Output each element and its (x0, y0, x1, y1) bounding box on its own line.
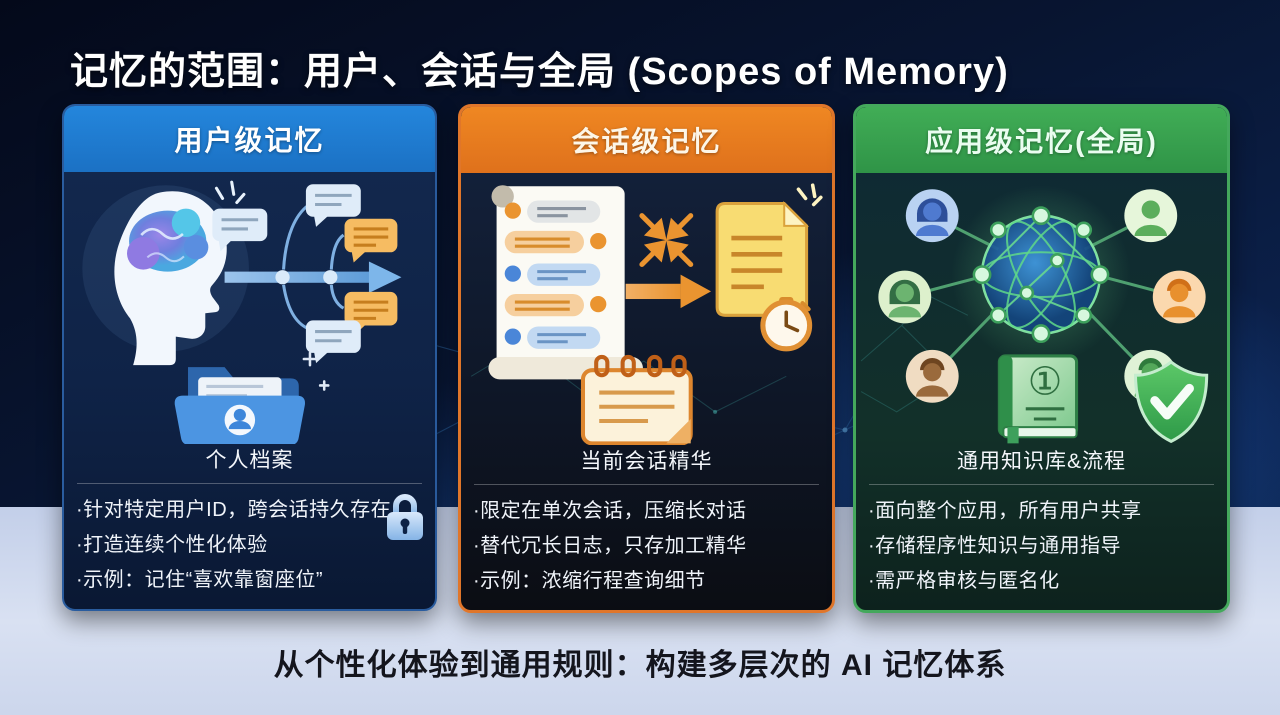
card-session-caption: 当前会话精华 (580, 450, 713, 474)
lock-icon (383, 488, 427, 546)
bullet-item: ·打造连续个性化体验 (76, 534, 268, 557)
card-session-bullets: ·限定在单次会话，压缩长对话 ·替代冗长日志，只存加工精华 ·示例：浓缩行程查询… (461, 494, 832, 610)
compress-arrows-icon (639, 213, 694, 268)
footer-takeaway: 从个性化体验到通用规则：构建多层次的 AI 记忆体系 (273, 649, 1007, 682)
knowledge-book-icon: ① (997, 354, 1079, 444)
avatar-blue-woman (905, 189, 959, 243)
avatar-orange-man (1152, 270, 1206, 324)
arrow-right-icon (625, 274, 712, 309)
card-user-illustration (64, 172, 435, 540)
card-user-caption: 个人档案 (205, 449, 294, 473)
divider (77, 483, 422, 485)
bullet-item: ·替代冗长日志，只存加工精华 (473, 535, 747, 558)
chat-scroll-icon (488, 185, 643, 380)
divider (474, 484, 819, 486)
chat-bubble-orange (344, 218, 398, 263)
divider (869, 484, 1214, 486)
card-session-illustration (461, 173, 832, 446)
bullet-item: ·限定在单次会话，压缩长对话 (473, 500, 747, 523)
profile-folder-icon (174, 351, 330, 445)
card-session-memory: 会话级记忆 (458, 104, 835, 613)
shield-check-icon (1133, 360, 1209, 444)
notepad-icon (580, 354, 693, 446)
avatar-green-man (1124, 189, 1178, 243)
bullet-item: ·针对特定用户ID，跨会话持久存在 (76, 499, 392, 522)
bullet-item: ·示例：浓缩行程查询细节 (473, 570, 706, 593)
card-user-bullets: ·针对特定用户ID，跨会话持久存在 ·打造连续个性化体验 ·示例：记住“喜欢靠窗… (64, 493, 435, 609)
chat-bubble-light (305, 184, 361, 227)
chat-bubble-light (212, 208, 268, 252)
card-app-header: 应用级记忆(全局) (856, 107, 1227, 173)
card-app-caption: 通用知识库&流程 (956, 450, 1126, 474)
bullet-item: ·需严格审核与匿名化 (868, 570, 1060, 593)
user-network-globe-icon (972, 206, 1110, 343)
bullet-item: ·面向整个应用，所有用户共享 (868, 500, 1142, 523)
bullet-item: ·示例：记住“喜欢靠窗座位” (76, 569, 323, 592)
timeline-branches-icon (224, 204, 402, 330)
card-app-bullets: ·面向整个应用，所有用户共享 ·存储程序性知识与通用指导 ·需严格审核与匿名化 (856, 494, 1227, 610)
chat-bubble-icons (212, 184, 398, 364)
bullet-item: ·存储程序性知识与通用指导 (868, 535, 1122, 558)
book-badge: ① (1028, 361, 1063, 404)
card-app-illustration: ① (856, 173, 1227, 445)
stopwatch-icon (760, 296, 813, 352)
card-session-header: 会话级记忆 (461, 107, 832, 173)
card-user-memory: 用户级记忆 (62, 104, 437, 611)
chat-bubble-light (305, 320, 361, 364)
slide-title: 记忆的范围：用户、会话与全局 (Scopes of Memory) (70, 51, 1009, 93)
brain-head-icon (114, 180, 246, 366)
avatar-green-woman (878, 270, 932, 324)
avatar-brown-man (905, 349, 959, 403)
summary-document-icon (715, 183, 823, 317)
card-app-memory: 应用级记忆(全局) (853, 104, 1230, 613)
card-user-header: 用户级记忆 (64, 106, 435, 172)
